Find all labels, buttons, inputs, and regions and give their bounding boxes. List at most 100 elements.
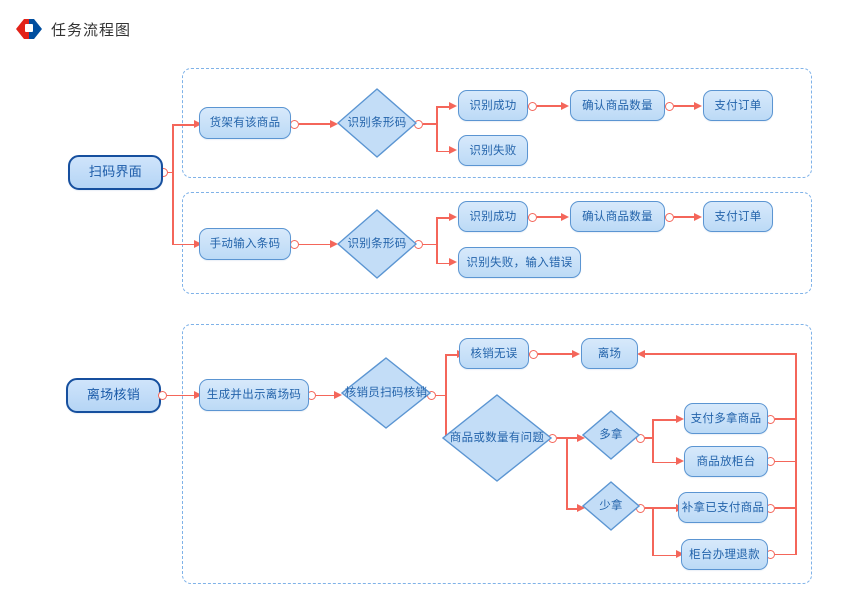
arrow-to-manual (194, 240, 202, 248)
arrow-to-payextra (676, 414, 684, 423)
conn-extra-to-putback (652, 461, 677, 464)
node-counter-refund[interactable]: 柜台办理退款 (681, 539, 768, 570)
node-label: 识别失败，输入错误 (466, 254, 573, 269)
conn-extra-to-pay (652, 419, 677, 421)
conn-payextra-return (775, 418, 797, 420)
node-label: 离场 (597, 345, 622, 360)
node-staff-scan-verify[interactable]: 核销员扫码核销 (341, 357, 431, 429)
conn-refund-return (775, 553, 797, 556)
diamond-shape (442, 394, 552, 482)
conn-issue-to-fewer (566, 508, 578, 510)
node-verify-ok[interactable]: 核销无误 (459, 338, 529, 369)
arrow-to-fewer (577, 503, 585, 512)
node-label: 商品放柜台 (696, 453, 756, 468)
conn-confirm2-pay2 (674, 216, 695, 218)
group-scan-success (182, 68, 812, 178)
arrow-to-fail1 (449, 146, 457, 154)
node-label: 扫码界面 (88, 164, 143, 180)
node-label: 生成并出示离场码 (206, 387, 302, 402)
node-label: 核销员扫码核销 (344, 385, 428, 400)
node-pay-order-2[interactable]: 支付订单 (703, 201, 773, 232)
conn-d1-vert (436, 106, 438, 152)
node-pay-order-1[interactable]: 支付订单 (703, 90, 773, 121)
diamond-shape (341, 357, 431, 429)
group-exit-verify (182, 324, 812, 584)
port-confirm1-out (665, 101, 674, 111)
arrow-to-pay2 (694, 212, 702, 221)
node-generate-exit-code[interactable]: 生成并出示离场码 (199, 379, 309, 411)
diamond-shape (582, 481, 640, 531)
conn-ok2-confirm2 (537, 216, 562, 218)
conn-generate-staffscan (316, 394, 335, 397)
node-label: 少拿 (599, 498, 623, 513)
conn-scanui-vert-up (172, 124, 174, 173)
node-label: 手动输入条码 (209, 236, 281, 251)
arrow-to-diamond2 (330, 240, 338, 248)
carrefour-logo-icon (16, 18, 42, 40)
arrow-to-fail2 (449, 258, 457, 266)
node-label: 核销无误 (470, 345, 518, 360)
node-label: 识别条形码 (347, 236, 407, 251)
arrow-to-ok2 (449, 212, 457, 221)
conn-staff-stub (436, 394, 446, 397)
node-took-fewer[interactable]: 少拿 (582, 481, 640, 531)
node-exit-verify[interactable]: 离场核销 (66, 378, 161, 413)
arrow-to-leave (572, 349, 580, 358)
conn-return-to-leave (645, 353, 796, 355)
node-put-back-counter[interactable]: 商品放柜台 (684, 446, 768, 477)
conn-return-trunk (795, 353, 797, 555)
node-scan-barcode-1[interactable]: 识别条形码 (337, 88, 417, 158)
node-fetch-paid-items[interactable]: 补拿已支付商品 (678, 492, 768, 523)
node-leave-store[interactable]: 离场 (581, 338, 638, 369)
conn-ok1-confirm1 (537, 105, 562, 107)
node-confirm-qty-1[interactable]: 确认商品数量 (570, 90, 665, 121)
arrow-to-shelf (194, 119, 202, 128)
node-scan-barcode-2[interactable]: 识别条形码 (337, 209, 417, 279)
node-scan-fail-1[interactable]: 识别失败 (458, 135, 528, 166)
node-label: 支付订单 (714, 97, 762, 112)
page-title: 任务流程图 (51, 20, 132, 39)
conn-fewer-vert (652, 507, 654, 556)
node-item-or-qty-issue[interactable]: 商品或数量有问题 (442, 394, 552, 482)
conn-d1-stub (423, 123, 437, 125)
arrow-to-putback (676, 457, 684, 465)
arrow-to-generate (194, 391, 202, 399)
node-label: 支付订单 (714, 208, 762, 223)
node-label: 支付多拿商品 (690, 410, 762, 425)
node-label: 货架有该商品 (209, 115, 281, 130)
conn-issue-stub (557, 437, 567, 439)
conn-manual-diamond2 (299, 243, 331, 246)
node-scan-ok-1[interactable]: 识别成功 (458, 90, 528, 121)
node-took-extra[interactable]: 多拿 (582, 410, 640, 460)
node-scan-fail-2[interactable]: 识别失败，输入错误 (458, 247, 581, 278)
conn-issue-vert (566, 437, 568, 510)
arrow-to-pay1 (694, 101, 702, 110)
node-label: 离场核销 (86, 387, 141, 403)
conn-scanui-to-manual (172, 243, 194, 246)
node-label: 识别失败 (469, 142, 517, 157)
conn-scanui-right (168, 171, 174, 174)
node-label: 柜台办理退款 (689, 546, 760, 561)
node-scan-ok-2[interactable]: 识别成功 (458, 201, 528, 232)
conn-fewer-stub (645, 507, 653, 509)
node-label: 识别成功 (469, 208, 517, 223)
conn-extra-stub (645, 437, 653, 439)
node-scan-ui[interactable]: 扫码界面 (68, 155, 163, 190)
port-exit-verify-out (158, 391, 167, 400)
arrow-to-confirm2 (561, 212, 569, 221)
conn-putback-return (775, 460, 797, 463)
node-manual-barcode[interactable]: 手动输入条码 (199, 228, 291, 260)
node-pay-extra-items[interactable]: 支付多拿商品 (684, 403, 768, 434)
node-label: 识别成功 (469, 97, 517, 112)
conn-d1-to-fail (436, 150, 450, 153)
conn-exitverify-generate (167, 394, 195, 397)
conn-issue-to-extra (566, 437, 578, 439)
node-confirm-qty-2[interactable]: 确认商品数量 (570, 201, 665, 232)
node-shelf-has-item[interactable]: 货架有该商品 (199, 107, 291, 139)
node-label: 商品或数量有问题 (449, 430, 545, 445)
conn-staff-vert (445, 354, 447, 440)
conn-d2-vert (436, 217, 438, 264)
arrow-to-diamond1 (330, 119, 338, 128)
diamond-shape (582, 410, 640, 460)
